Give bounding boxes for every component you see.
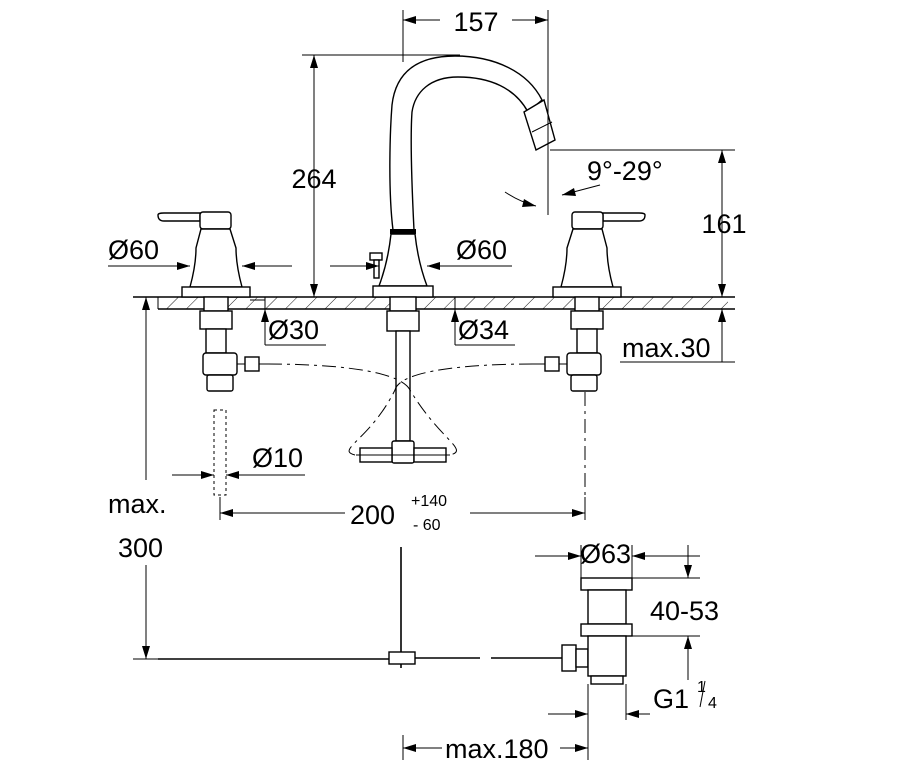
handle-diameter-label: Ø60	[108, 235, 159, 265]
thread-denominator: 4	[708, 695, 717, 712]
outlet-height-label: 161	[701, 209, 746, 239]
swivel-angle-label: 9°-29°	[587, 156, 663, 186]
thread-numerator: 1	[697, 679, 706, 696]
waste-reach-label: max.180	[445, 734, 549, 764]
left-handle-valve	[157, 211, 270, 392]
max-depth-label: 300	[118, 533, 163, 563]
handle-hole-label: Ø30	[268, 315, 319, 345]
waste-diameter-label: Ø63	[580, 539, 631, 569]
dimension-lines	[108, 10, 735, 760]
spout-height-label: 264	[291, 164, 336, 194]
pop-up-waste	[158, 547, 633, 685]
right-handle-valve	[533, 211, 646, 392]
spout-hole-label: Ø34	[458, 315, 509, 345]
spout-diameter-label: Ø60	[456, 235, 507, 265]
spout	[356, 55, 556, 464]
counter-thickness-label: max.30	[622, 333, 711, 363]
spread-minus-label: - 60	[413, 517, 441, 534]
waste-thread-label: G1	[653, 684, 689, 714]
supply-hoses	[213, 363, 586, 505]
waste-range-label: 40-53	[650, 596, 719, 626]
spout-reach-label: 157	[453, 7, 498, 37]
supply-pipe-label: Ø10	[252, 443, 303, 473]
max-prefix-label: max.	[108, 489, 167, 519]
spread-label: 200	[350, 500, 395, 530]
spread-plus-label: +140	[411, 493, 447, 510]
